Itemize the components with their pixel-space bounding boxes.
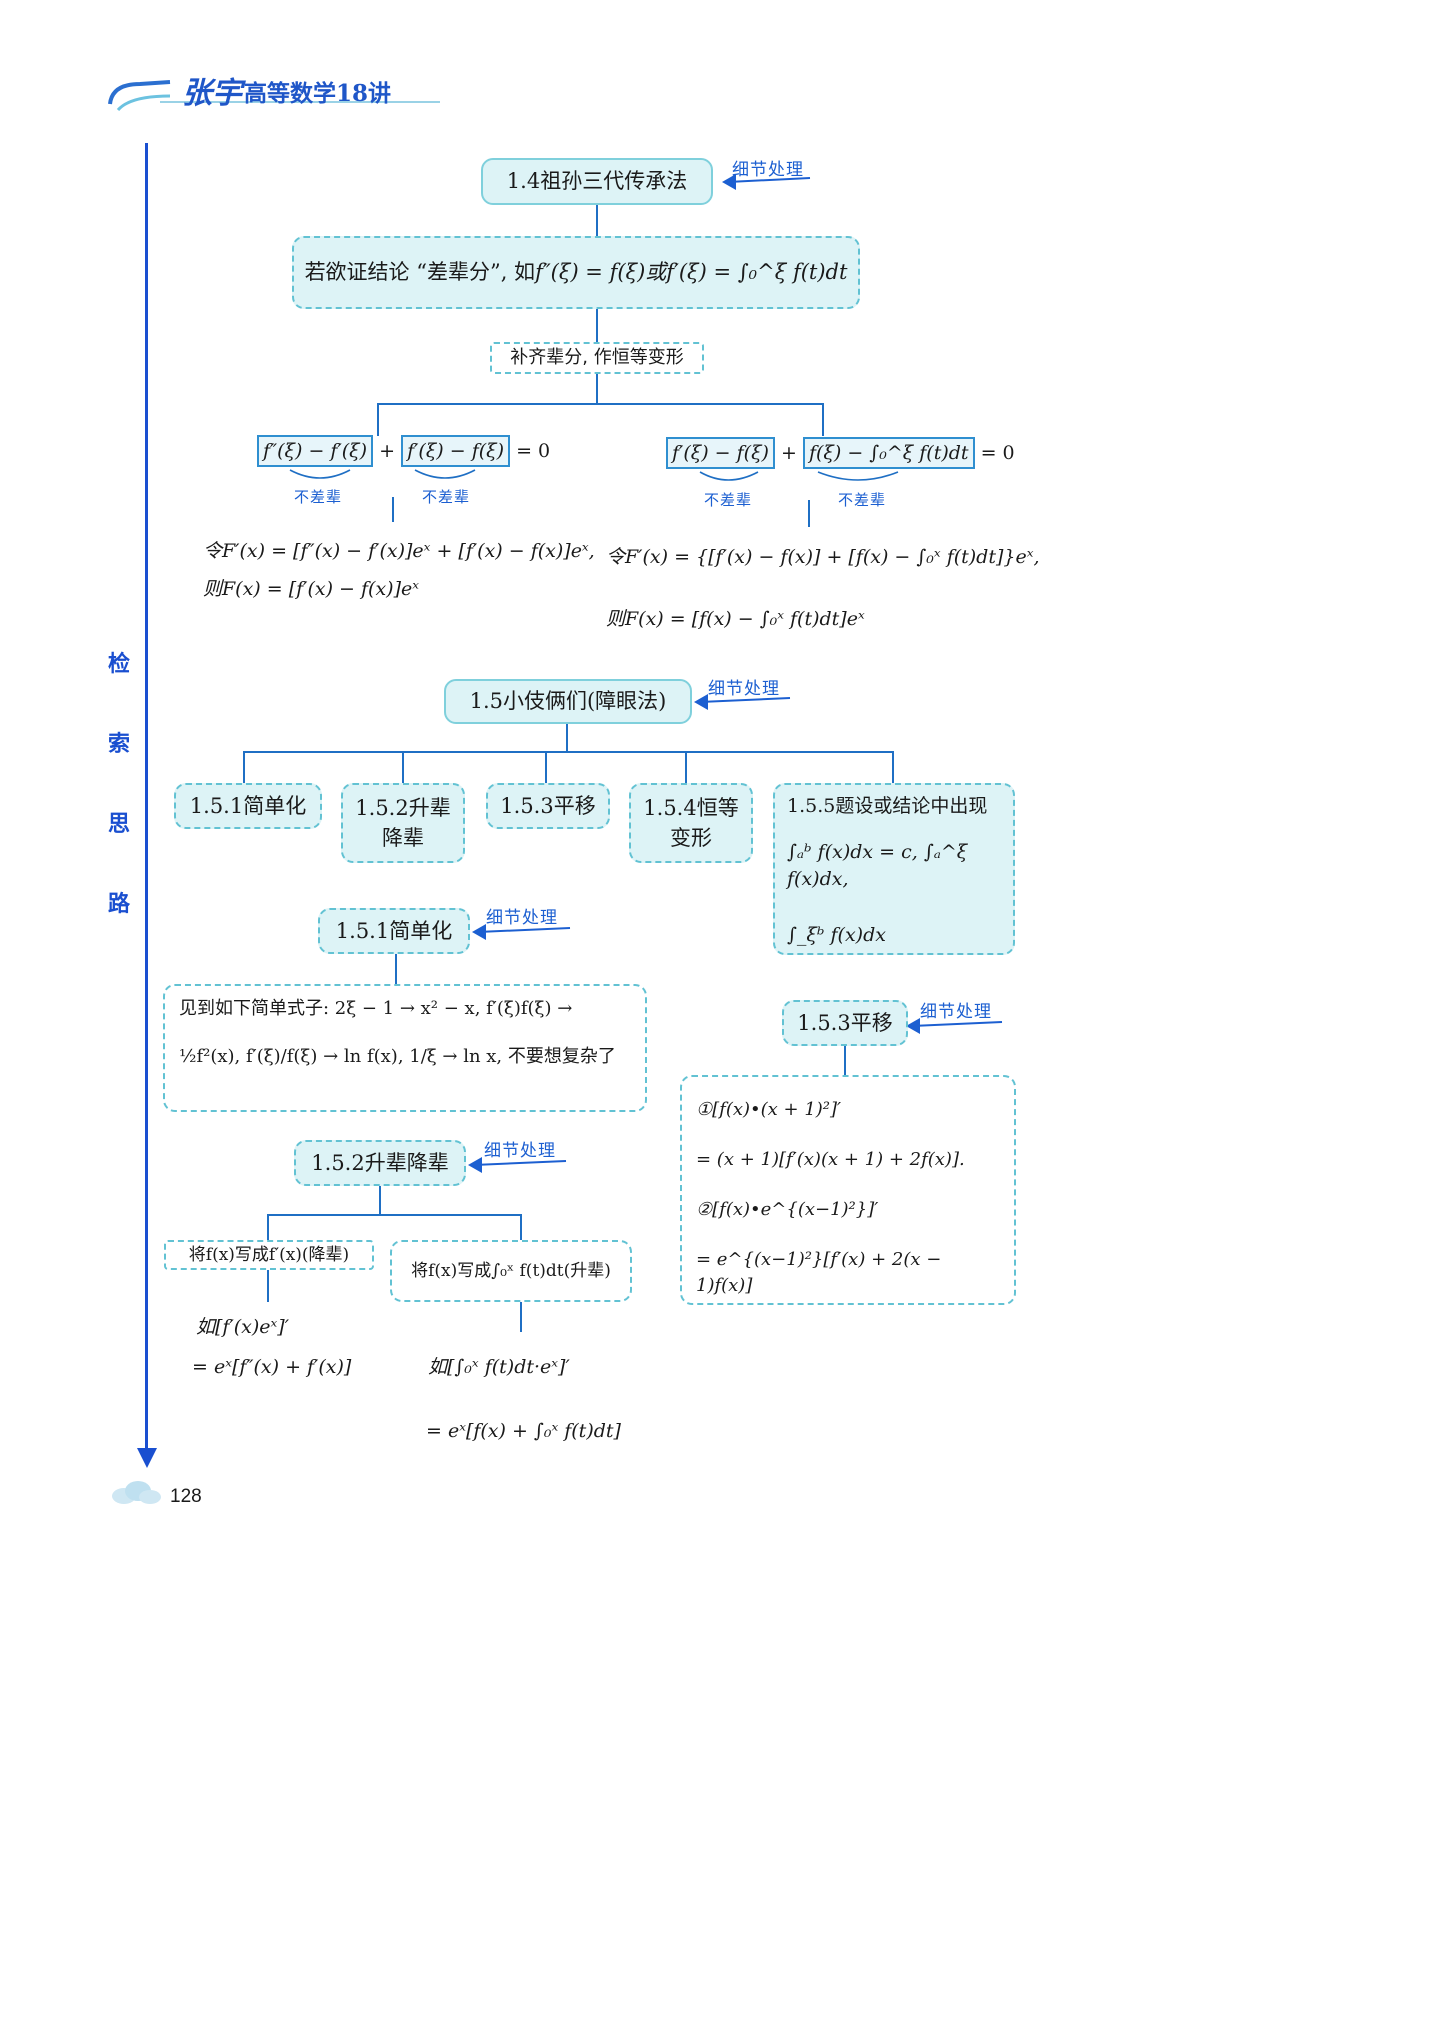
sec153-line1: ①[f(x)•(x + 1)²]′ <box>696 1099 842 1120</box>
sec152-left-ex2: = eˣ[f″(x) + f′(x)] <box>192 1356 352 1378</box>
sec14-right-term-a: f′(ξ) − f(ξ) <box>666 437 775 469</box>
sec151-title-box: 1.5.1简单化 <box>318 908 470 954</box>
sec14-left-eq-tail: = 0 <box>516 440 551 462</box>
sec15-note: 细节处理 <box>708 679 780 699</box>
sec14-right-eq-tail: = 0 <box>980 442 1015 464</box>
sec153-note: 细节处理 <box>920 1002 992 1022</box>
sec153-title: 1.5.3平移 <box>797 1010 893 1035</box>
sec14-left-F1: 令F′(x) = [f″(x) − f′(x)]eˣ + [f′(x) − f(… <box>203 540 595 562</box>
sec152-title: 1.5.2升辈降辈 <box>311 1150 449 1175</box>
sec152-title-box: 1.5.2升辈降辈 <box>294 1140 466 1186</box>
sec14-not-diff-2: 不差辈 <box>422 488 471 506</box>
sec14-method-box: 补齐辈分, 作恒等变形 <box>490 342 704 374</box>
sec14-title: 1.4祖孙三代传承法 <box>506 169 688 194</box>
sec14-right-F1: 令F′(x) = {[f′(x) − f(x)] + [f(x) − ∫₀ˣ f… <box>606 546 1040 568</box>
sec14-left-F2: 则F(x) = [f′(x) − f(x)]eˣ <box>203 578 419 600</box>
sec152-right-ex2: = eˣ[f(x) + ∫₀ˣ f(t)dt] <box>426 1420 621 1442</box>
sec15-item-5-f1: ∫ₐᵇ f(x)dx = c, ∫ₐ^ξ f(x)dx, <box>787 840 968 891</box>
sec151-line2: ½f²(x), f′(ξ)/f(ξ) → ln f(x), 1/ξ → ln x… <box>179 1046 616 1068</box>
sec15-item-5-box: 1.5.5题设或结论中出现 ∫ₐᵇ f(x)dx = c, ∫ₐ^ξ f(x)d… <box>773 783 1015 955</box>
sec15-item-2-line2: 降辈 <box>382 826 424 850</box>
sec151-title: 1.5.1简单化 <box>335 918 453 943</box>
header-title: 高等数学18讲 <box>244 80 392 107</box>
sec151-note: 细节处理 <box>486 908 558 928</box>
spine-arrow-icon <box>137 1448 157 1468</box>
sec14-premise-formula: f″(ξ) = f(ξ)或f′(ξ) = ∫₀^ξ f(t)dt <box>535 260 848 285</box>
sec15-item-2-line1: 1.5.2升辈 <box>355 795 451 820</box>
retrieval-spine <box>145 143 148 1453</box>
sec15-title: 1.5小伎俩们(障眼法) <box>469 689 667 714</box>
sec15-item-4-line1: 1.5.4恒等 <box>643 795 739 820</box>
side-label-1: 检 <box>108 652 131 677</box>
sec152-note: 细节处理 <box>484 1141 556 1161</box>
sec14-note: 细节处理 <box>732 160 804 180</box>
header-brand: 张宇 <box>182 76 242 111</box>
sec15-title-box: 1.5小伎俩们(障眼法) <box>444 679 692 724</box>
cloud-icon <box>112 1481 161 1504</box>
side-label-3: 思 <box>108 812 131 837</box>
sec14-not-diff-1: 不差辈 <box>294 488 343 506</box>
sec15-item-4-box: 1.5.4恒等 变形 <box>629 783 753 863</box>
sec151-content-box: 见到如下简单式子: 2ξ − 1 → x² − x, f′(ξ)f(ξ) → ½… <box>163 984 647 1112</box>
sec14-right-F2: 则F(x) = [f(x) − ∫₀ˣ f(t)dt]eˣ <box>606 608 865 630</box>
sec14-title-box: 1.4祖孙三代传承法 <box>481 158 713 205</box>
sec15-item-1: 1.5.1简单化 <box>189 793 307 818</box>
sec14-premise-box: 若欲证结论 “差辈分”, 如 f″(ξ) = f(ξ)或f′(ξ) = ∫₀^ξ… <box>292 236 860 309</box>
sec14-not-diff-3: 不差辈 <box>704 491 753 509</box>
sec14-method: 补齐辈分, 作恒等变形 <box>510 346 684 368</box>
sec14-left-equation: f″(ξ) − f′(ξ) + f′(ξ) − f(ξ) = 0 <box>257 435 551 467</box>
sec152-left-box: 将f(x)写成f′(x)(降辈) <box>164 1240 374 1270</box>
sec151-line1: 见到如下简单式子: 2ξ − 1 → x² − x, f′(ξ)f(ξ) → <box>179 998 573 1019</box>
sec15-item-3-box: 1.5.3平移 <box>486 783 610 829</box>
sec152-right-ex1: 如[∫₀ˣ f(t)dt·eˣ]′ <box>428 1356 570 1378</box>
sec15-item-5-f2: ∫_ξᵇ f(x)dx <box>787 923 886 946</box>
sec153-content-box: ①[f(x)•(x + 1)²]′ = (x + 1)[f′(x)(x + 1)… <box>680 1075 1016 1305</box>
sec152-left-label: 将f(x)写成f′(x)(降辈) <box>188 1244 350 1265</box>
connector-lines <box>243 174 1003 1332</box>
sec15-item-5-title: 1.5.5题设或结论中出现 <box>787 795 988 817</box>
sec152-right-box: 将f(x)写成∫₀ˣ f(t)dt(升辈) <box>390 1240 632 1302</box>
header-ornament <box>108 80 440 112</box>
sec14-premise-text: 若欲证结论 “差辈分”, 如 <box>304 260 536 285</box>
sec15-item-3: 1.5.3平移 <box>500 793 596 818</box>
sec14-left-term-a: f″(ξ) − f′(ξ) <box>257 435 374 467</box>
sec14-not-diff-4: 不差辈 <box>838 491 887 509</box>
sec153-line4: = e^{(x−1)²}[f′(x) + 2(x − 1)f(x)] <box>696 1249 942 1297</box>
sec152-left-ex1: 如[f′(x)eˣ]′ <box>196 1316 290 1338</box>
page-number: 128 <box>170 1486 202 1507</box>
sec153-line3: ②[f(x)•e^{(x−1)²}]′ <box>696 1199 879 1221</box>
sec152-right-label: 将f(x)写成∫₀ˣ f(t)dt(升辈) <box>411 1260 611 1281</box>
sec15-item-2-box: 1.5.2升辈 降辈 <box>341 783 465 863</box>
sec14-left-term-b: f′(ξ) − f(ξ) <box>401 435 511 467</box>
sec153-title-box: 1.5.3平移 <box>782 1000 908 1046</box>
sec15-item-4-line2: 变形 <box>670 826 712 850</box>
sec14-right-equation: f′(ξ) − f(ξ) + f(ξ) − ∫₀^ξ f(t)dt = 0 <box>666 437 1015 469</box>
side-label-2: 索 <box>108 732 131 757</box>
side-label-4: 路 <box>108 892 131 917</box>
sec153-line2: = (x + 1)[f′(x)(x + 1) + 2f(x)]. <box>696 1149 965 1171</box>
sec15-item-1-box: 1.5.1简单化 <box>174 783 322 829</box>
sec14-right-term-b: f(ξ) − ∫₀^ξ f(t)dt <box>802 437 975 469</box>
